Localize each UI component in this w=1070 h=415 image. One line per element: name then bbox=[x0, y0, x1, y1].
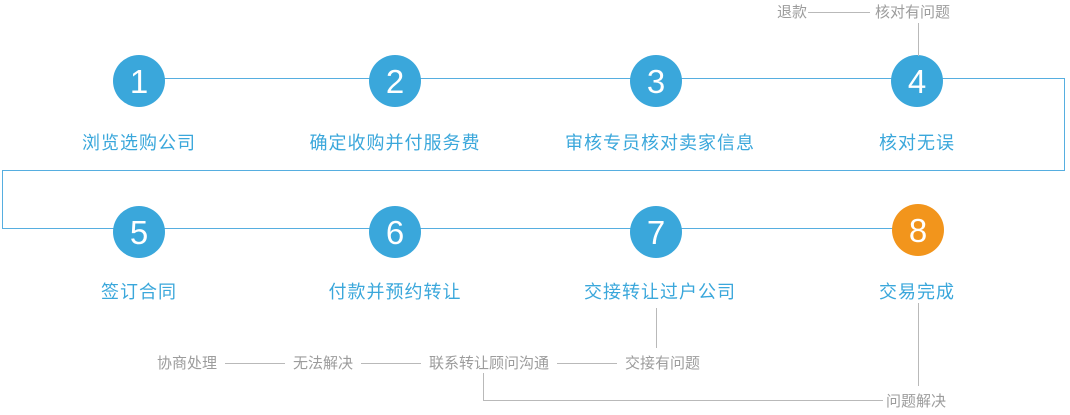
chain-line-2 bbox=[361, 363, 422, 364]
step-5-circle: 5 bbox=[113, 206, 165, 258]
issue-resolution-chain: 协商处理 无法解决 联系转让顾问沟通 交接有问题 bbox=[157, 356, 700, 371]
step-6-circle: 6 bbox=[369, 206, 421, 258]
check-problem-to-step4-connector bbox=[918, 23, 919, 56]
check-problem-label: 核对有问题 bbox=[875, 4, 951, 21]
step-8-label: 交易完成 bbox=[879, 282, 955, 302]
refund-branch: 退款 核对有问题 bbox=[777, 5, 950, 20]
flow-line-return bbox=[2, 170, 1065, 171]
step-7-label: 交接转让过户公司 bbox=[584, 282, 736, 302]
step-4-label: 核对无误 bbox=[879, 133, 955, 153]
step-3-circle: 3 bbox=[630, 55, 682, 107]
step-1-label: 浏览选购公司 bbox=[82, 133, 196, 153]
step-3-label: 审核专员核对卖家信息 bbox=[565, 133, 755, 153]
refund-connector-line bbox=[808, 12, 871, 13]
flow-line-left-vertical bbox=[2, 170, 3, 229]
step-7-circle: 7 bbox=[630, 206, 682, 258]
chain-line-3 bbox=[557, 363, 618, 364]
flow-line-bottom bbox=[2, 228, 918, 229]
contact-advisor-label: 联系转让顾问沟通 bbox=[429, 355, 550, 372]
step-2-circle: 2 bbox=[369, 55, 421, 107]
step-8-circle: 8 bbox=[892, 204, 944, 256]
step-5-label: 签订合同 bbox=[101, 282, 177, 302]
problem-solved-label: 问题解决 bbox=[886, 393, 947, 410]
step7-to-handover-problem-connector bbox=[656, 308, 657, 348]
advisor-to-solved-connector bbox=[483, 400, 883, 401]
step8-to-solved-connector bbox=[918, 303, 919, 386]
step-1-circle: 1 bbox=[113, 55, 165, 107]
cannot-resolve-label: 无法解决 bbox=[293, 355, 354, 372]
step-4-circle: 4 bbox=[891, 55, 943, 107]
advisor-down-connector bbox=[483, 373, 484, 401]
flow-line-top bbox=[139, 78, 1065, 79]
step-6-label: 付款并预约转让 bbox=[328, 282, 462, 302]
handover-problem-label: 交接有问题 bbox=[625, 355, 701, 372]
flow-line-right-vertical bbox=[1064, 78, 1065, 171]
chain-line-1 bbox=[225, 363, 286, 364]
step-2-label: 确定收购并付服务费 bbox=[309, 133, 481, 153]
refund-label: 退款 bbox=[777, 4, 808, 21]
negotiate-label: 协商处理 bbox=[157, 355, 218, 372]
